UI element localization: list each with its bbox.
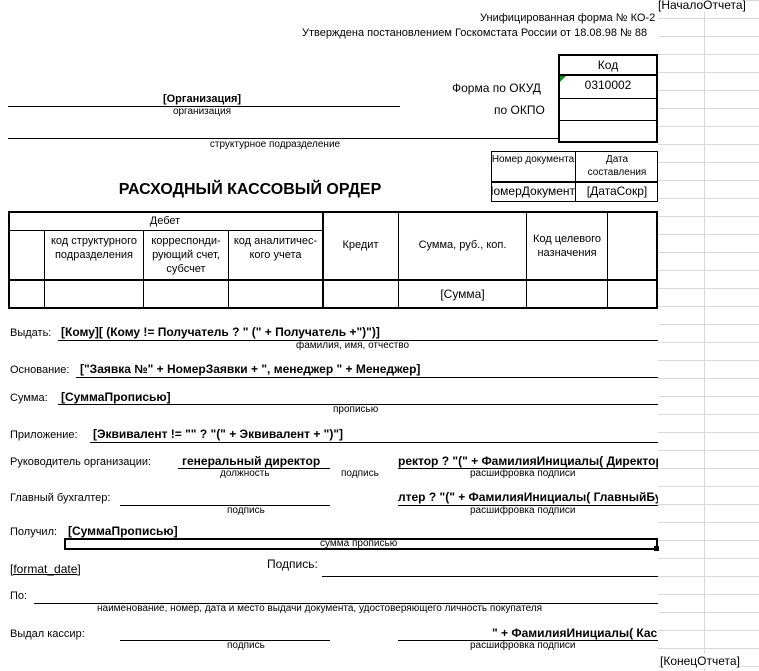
cashier-label: Выдал кассир: — [10, 628, 85, 640]
accounts-table — [8, 211, 658, 309]
head-position[interactable]: генеральный директор — [182, 454, 321, 468]
attachment-label: Приложение: — [10, 429, 78, 441]
by-caption: наименование, номер, дата и место выдачи… — [97, 603, 543, 614]
issue-value[interactable]: [Кому][ (Кому != Получатель ? " (" + Пол… — [61, 325, 380, 339]
by-label: По: — [10, 590, 28, 602]
cashier-decode-caption: расшифровка подписи — [470, 640, 576, 651]
sum-words-value[interactable]: [СуммаПрописью] — [61, 390, 171, 404]
doc-date-value[interactable]: [ДатаСокр] — [586, 184, 648, 198]
doc-number-header: Номер документа — [491, 154, 575, 165]
sum-cell[interactable]: [Сумма] — [440, 287, 485, 301]
issue-label: Выдать: — [10, 327, 52, 339]
format-date[interactable]: [format_date] — [10, 562, 81, 576]
chief-signature-caption: подпись — [227, 505, 265, 516]
head-signature-caption: подпись — [341, 468, 379, 479]
sum-label: Сумма: — [10, 392, 48, 404]
subdivision-caption: структурное подразделение — [209, 139, 341, 150]
debit-header: Дебет — [149, 215, 181, 227]
col-sum-header: Сумма, руб., коп. — [418, 239, 507, 251]
okpo-label: по ОКПО — [494, 103, 545, 117]
col-struct-header: код структурного подразделения — [51, 235, 137, 261]
head-name[interactable]: ректор ? "(" + ФамилияИнициалы( Директор… — [398, 454, 658, 468]
form-sheet — [0, 0, 658, 671]
unified-form-label: Унифицированная форма № КО-2 — [480, 12, 656, 24]
head-decode-caption: расшифровка подписи — [470, 468, 576, 479]
document-title: РАСХОДНЫЙ КАССОВЫЙ ОРДЕР — [118, 181, 382, 198]
received-value[interactable]: [СуммаПрописью] — [68, 524, 178, 538]
cell-comment-marker — [560, 76, 566, 82]
received-caption: сумма прописью — [320, 538, 398, 549]
col-target-header: Код целевого назначения — [533, 233, 601, 259]
okud-value[interactable]: 0310002 — [584, 78, 632, 92]
col-credit-header: Кредит — [342, 239, 379, 251]
doc-number-value[interactable]: НомерДокумент — [491, 184, 575, 198]
chief-accountant-name[interactable]: лтер ? "(" + ФамилияИнициалы( ГлавныйБу — [398, 490, 658, 504]
basis-value[interactable]: ["Заявка №" + НомерЗаявки + ", менеджер … — [80, 362, 421, 376]
approval-label: Утверждена постановлением Госкомстата Ро… — [302, 27, 648, 39]
col-analyt-header: код аналитичес-кого учета — [233, 235, 318, 261]
doc-number-date-box — [491, 151, 658, 202]
received-label: Получил: — [10, 526, 58, 538]
okud-label: Форма по ОКУД — [452, 81, 541, 95]
cashier-signature-caption: подпись — [227, 640, 265, 651]
fill-handle[interactable] — [654, 546, 659, 551]
report-end-marker: [КонецОтчета] — [660, 654, 740, 668]
code-header: Код — [597, 58, 619, 72]
selected-cell[interactable] — [64, 538, 658, 550]
attachment-value[interactable]: [Эквивалент != "" ? "(" + Эквивалент + "… — [93, 427, 344, 441]
chief-decode-caption: расшифровка подписи — [470, 505, 576, 516]
sum-caption: прописью — [333, 404, 379, 415]
basis-label: Основание: — [10, 364, 70, 376]
cashier-name[interactable]: " + ФамилияИнициалы( Кас — [492, 626, 658, 640]
head-position-caption: должность — [220, 468, 270, 479]
doc-date-header: Дата составления — [587, 154, 647, 178]
head-label: Руководитель организации: — [10, 456, 152, 468]
chief-accountant-label: Главный бухгалтер: — [10, 492, 111, 504]
signature-label: Подпись: — [267, 557, 318, 571]
organization-caption: организация — [172, 106, 232, 117]
report-start-marker: [НачалоОтчета] — [658, 0, 746, 12]
issue-caption: фамилия, имя, отчество — [296, 340, 410, 351]
organization-name[interactable]: [Организация] — [162, 93, 242, 105]
col-corr-header: корреспонди-рующий счет, субсчет — [151, 235, 221, 275]
